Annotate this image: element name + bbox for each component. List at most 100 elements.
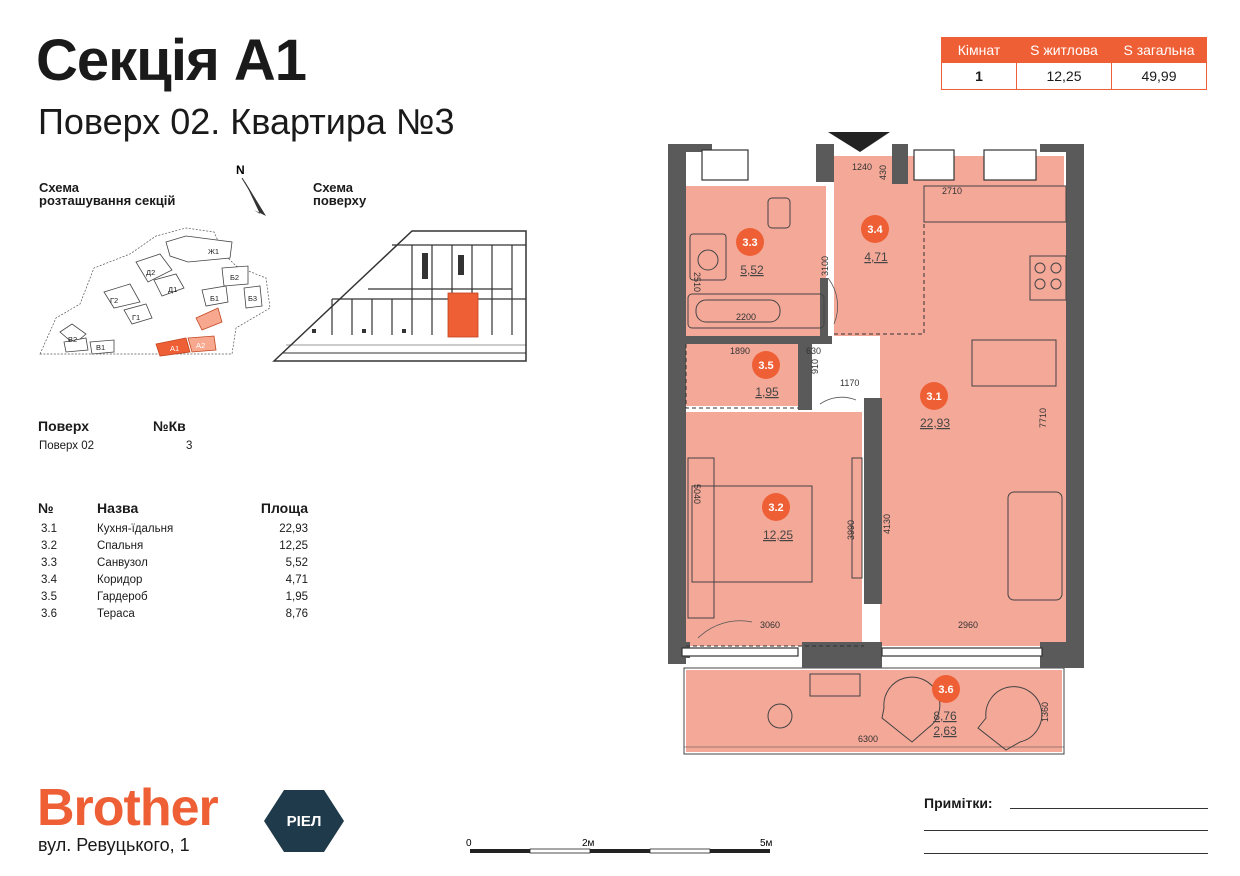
room-badge-3-6: 3.6 8,76 2,63 <box>932 675 960 738</box>
dimension-label: 2710 <box>942 186 962 196</box>
room-number: 3.2 <box>41 539 57 552</box>
dimension-label: 910 <box>810 359 820 374</box>
room-area: 1,95 <box>285 590 308 603</box>
summary-header-total-area: S загальна <box>1111 37 1207 63</box>
dimension-label: 430 <box>878 165 888 180</box>
dimension-label: 2510 <box>692 272 702 292</box>
room-name: Кухня-їдальня <box>97 522 174 535</box>
table-row: 3.3 Санвузол 5,52 <box>38 554 308 571</box>
room-number: 3.4 <box>41 573 57 586</box>
apartment-number-value: 3 <box>186 440 193 452</box>
dimension-label: 1240 <box>852 162 872 172</box>
room-area-label: 1,95 <box>755 385 779 399</box>
table-row: 3.5 Гардероб 1,95 <box>38 588 308 605</box>
section-label-d2: Д2 <box>146 268 155 277</box>
room-area-label: 22,93 <box>920 416 950 430</box>
room-number: 3.5 <box>41 590 57 603</box>
room-3-1-fill <box>880 186 1066 646</box>
room-area-label-secondary: 2,63 <box>933 724 957 738</box>
dimension-label: 1170 <box>840 378 859 388</box>
apartment-floor-plan: 3.3 5,52 3.4 4,71 3.5 1,95 3.1 22,93 3.2… <box>668 132 1084 755</box>
room-id: 3.6 <box>938 684 953 696</box>
room-number: 3.1 <box>41 522 57 535</box>
notes-line[interactable] <box>924 830 1208 831</box>
page-subtitle: Поверх 02. Квартира №3 <box>38 101 455 142</box>
dimension-label: 3990 <box>846 520 856 540</box>
dimension-label: 3060 <box>760 620 780 630</box>
sections-scheme-label: Схема розташування секцій <box>39 181 175 207</box>
room-area: 22,93 <box>279 522 308 535</box>
brand-badge: РІЕЛ <box>264 790 344 852</box>
room-badge-3-1: 3.1 22,93 <box>920 382 950 430</box>
summary-table: Кімнат S житлова S загальна 1 12,25 49,9… <box>941 37 1207 90</box>
room-area: 5,52 <box>285 556 308 569</box>
room-id: 3.4 <box>867 224 883 236</box>
floor-scheme-highlighted-apartment <box>447 292 479 338</box>
summary-rooms-value: 1 <box>941 62 1017 90</box>
dimension-label: 1360 <box>1040 702 1050 722</box>
dimension-label: 6300 <box>858 734 878 744</box>
room-id: 3.1 <box>926 391 941 403</box>
notes-label: Примітки: <box>924 795 993 811</box>
room-name: Тераса <box>97 607 135 620</box>
sections-scheme-label-line2: розташування секцій <box>39 193 176 208</box>
room-number: 3.6 <box>41 607 57 620</box>
section-label-a1: А1 <box>170 344 179 353</box>
table-row: 3.6 Тераса 8,76 <box>38 605 308 622</box>
room-badge-3-4: 3.4 4,71 <box>861 215 889 264</box>
sections-location-scheme: N Ж1 Д2 Д1 Г2 Г1 Б2 Б1 Б3 А2 А1 В2 В1 <box>39 163 271 357</box>
room-name: Спальня <box>97 539 144 552</box>
rooms-header-name: Назва <box>97 500 139 516</box>
walls <box>668 144 1084 668</box>
room-3-2-fill <box>686 412 862 646</box>
summary-header-rooms: Кімнат <box>941 37 1017 63</box>
room-area: 8,76 <box>285 607 308 620</box>
north-label: N <box>236 163 245 177</box>
room-area: 4,71 <box>285 573 308 586</box>
dimension-label: 1890 <box>730 346 750 356</box>
brand-badge-text: РІЕЛ <box>287 813 322 830</box>
floor-header: Поверх <box>38 418 89 434</box>
room-id: 3.5 <box>758 360 773 372</box>
room-badges: 3.3 5,52 3.4 4,71 3.5 1,95 3.1 22,93 3.2… <box>736 215 960 738</box>
rooms-header-area: Площа <box>260 500 308 516</box>
entrance-arrow-icon <box>828 132 890 152</box>
dimension-label: 5040 <box>692 484 702 504</box>
notes-line[interactable] <box>924 853 1208 854</box>
section-label-zh1: Ж1 <box>208 247 219 256</box>
section-label-a2: А2 <box>196 341 205 350</box>
table-row: 3.2 Спальня 12,25 <box>38 537 308 554</box>
floor-value: Поверх 02 <box>39 440 95 452</box>
room-name: Санвузол <box>97 556 148 569</box>
dimension-label: 2200 <box>736 312 756 322</box>
summary-header-living-area: S житлова <box>1016 37 1112 63</box>
scale-label: 2м <box>582 838 595 849</box>
scale-label: 0 <box>466 838 472 849</box>
scale-bar: 0 2м 5м <box>466 838 773 854</box>
summary-total-area-value: 49,99 <box>1111 62 1207 90</box>
notes-line[interactable] <box>1010 808 1208 809</box>
room-3-5-fill <box>686 344 800 406</box>
rooms-header-number: № <box>38 500 54 516</box>
north-arrow-icon <box>244 180 266 216</box>
room-area-label: 12,25 <box>763 528 793 542</box>
room-badge-3-3: 3.3 5,52 <box>736 228 764 277</box>
room-area-label: 4,71 <box>864 250 888 264</box>
room-number: 3.3 <box>41 556 57 569</box>
room-name: Гардероб <box>97 590 148 603</box>
room-3-3-fill <box>686 186 826 336</box>
floor-scheme-label: Схема поверху <box>313 181 366 207</box>
dimension-label: 7710 <box>1038 408 1048 428</box>
page-title: Секція А1 <box>36 28 307 93</box>
room-area-label: 5,52 <box>740 263 764 277</box>
scale-label: 5м <box>760 838 773 849</box>
furniture <box>687 185 1067 751</box>
section-label-d1: Д1 <box>168 285 177 294</box>
section-label-g1: Г1 <box>132 313 140 322</box>
sections-scheme-label-line1: Схема <box>39 180 80 195</box>
room-3-6-fill <box>686 670 1062 752</box>
room-area: 12,25 <box>279 539 308 552</box>
section-label-b1: Б1 <box>210 294 219 303</box>
apartment-number-header: №Кв <box>153 418 186 434</box>
